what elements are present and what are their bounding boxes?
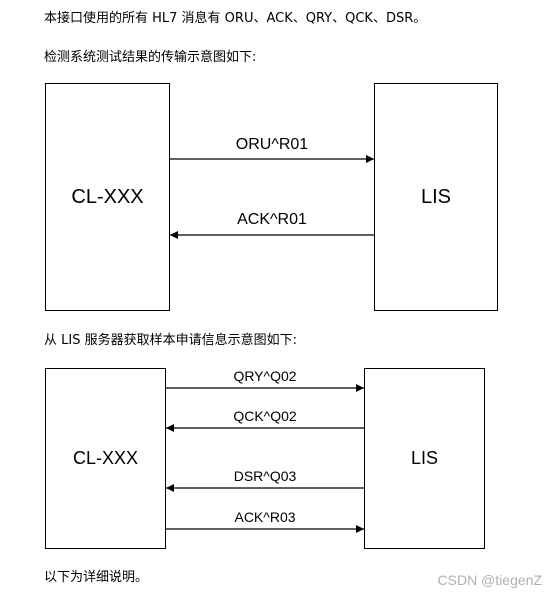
diagram1-right-box-label: LIS [420,185,452,208]
diagram2-caption: 从 LIS 服务器获取样本申请信息示意图如下: [44,333,297,348]
diagram1-right-box: LIS [374,83,498,311]
diagram1-left-box: CL-XXX [45,83,170,311]
diagram2-message-label: ACK^R03 [234,509,296,525]
diagram2-message-label: QCK^Q02 [233,408,297,424]
intro-text: 本接口使用的所有 HL7 消息有 ORU、ACK、QRY、QCK、DSR。 [44,11,427,26]
diagram1-caption: 检测系统测试结果的传输示意图如下: [44,50,257,65]
diagram2-message-label: QRY^Q02 [233,368,297,384]
diagram2-right-box-label: LIS [410,448,439,468]
footer-text: 以下为详细说明。 [44,570,149,585]
diagram1-left-box-label: CL-XXX [71,185,144,208]
watermark: CSDN @tiegenZ [437,572,542,588]
diagram1-message-label: ACK^R01 [237,211,307,228]
diagram2-left-box: CL-XXX [45,368,166,549]
diagram2-message-label: DSR^Q03 [233,468,297,484]
diagram2-right-box: LIS [364,368,485,549]
diagram2-left-box-label: CL-XXX [72,448,139,468]
diagram1-message-label: ORU^R01 [235,136,309,153]
